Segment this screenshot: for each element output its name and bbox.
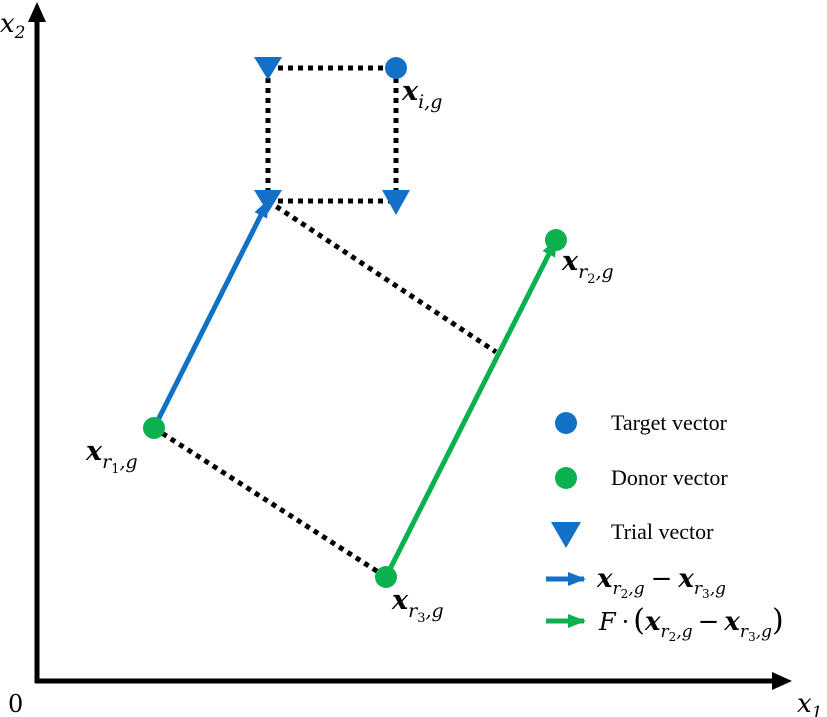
triangle-down-blue-icon [551, 522, 581, 548]
circle-blue-icon [555, 412, 577, 434]
donor-point-r1 [143, 417, 165, 439]
legend: Target vector Donor vector Trial vector … [546, 410, 784, 644]
construction-lines [152, 65, 498, 580]
label-x-r1-g: xr1,g [85, 436, 138, 477]
parallelogram-top-edge [266, 198, 498, 355]
green-scaled-difference-vector [383, 238, 559, 579]
x-axis-label: x1 [797, 689, 823, 717]
donor-point-r3 [375, 566, 397, 588]
legend-trial-label: Trial vector [611, 519, 714, 544]
target-vector-point [385, 57, 407, 79]
parallelogram-bottom-edge [152, 425, 388, 580]
trial-vector-marker [254, 190, 282, 213]
x-axis-arrowhead [772, 672, 792, 690]
y-axis-arrowhead [28, 2, 46, 22]
y-axis-label: x2 [0, 9, 26, 43]
legend-donor-label: Donor vector [611, 465, 728, 490]
legend-difference-formula: xr2,g−xr3,g [596, 564, 726, 601]
label-x-i-g: xi,g [401, 76, 442, 113]
origin-label: 0 [8, 690, 23, 717]
donor-point-r2 [545, 229, 567, 251]
trial-vector-marker [382, 190, 410, 215]
trial-vector-marker [254, 57, 282, 80]
trial-vectors [254, 57, 410, 215]
label-x-r3-g: xr3,g [391, 585, 444, 626]
legend-target-label: Target vector [611, 410, 728, 435]
blue-difference-vector [151, 199, 271, 430]
legend-scaled-formula: F·(xr2,g−xr3,g) [598, 603, 784, 644]
axes [28, 2, 792, 690]
label-x-r2-g: xr2,g [561, 246, 614, 287]
circle-green-icon [555, 467, 577, 489]
